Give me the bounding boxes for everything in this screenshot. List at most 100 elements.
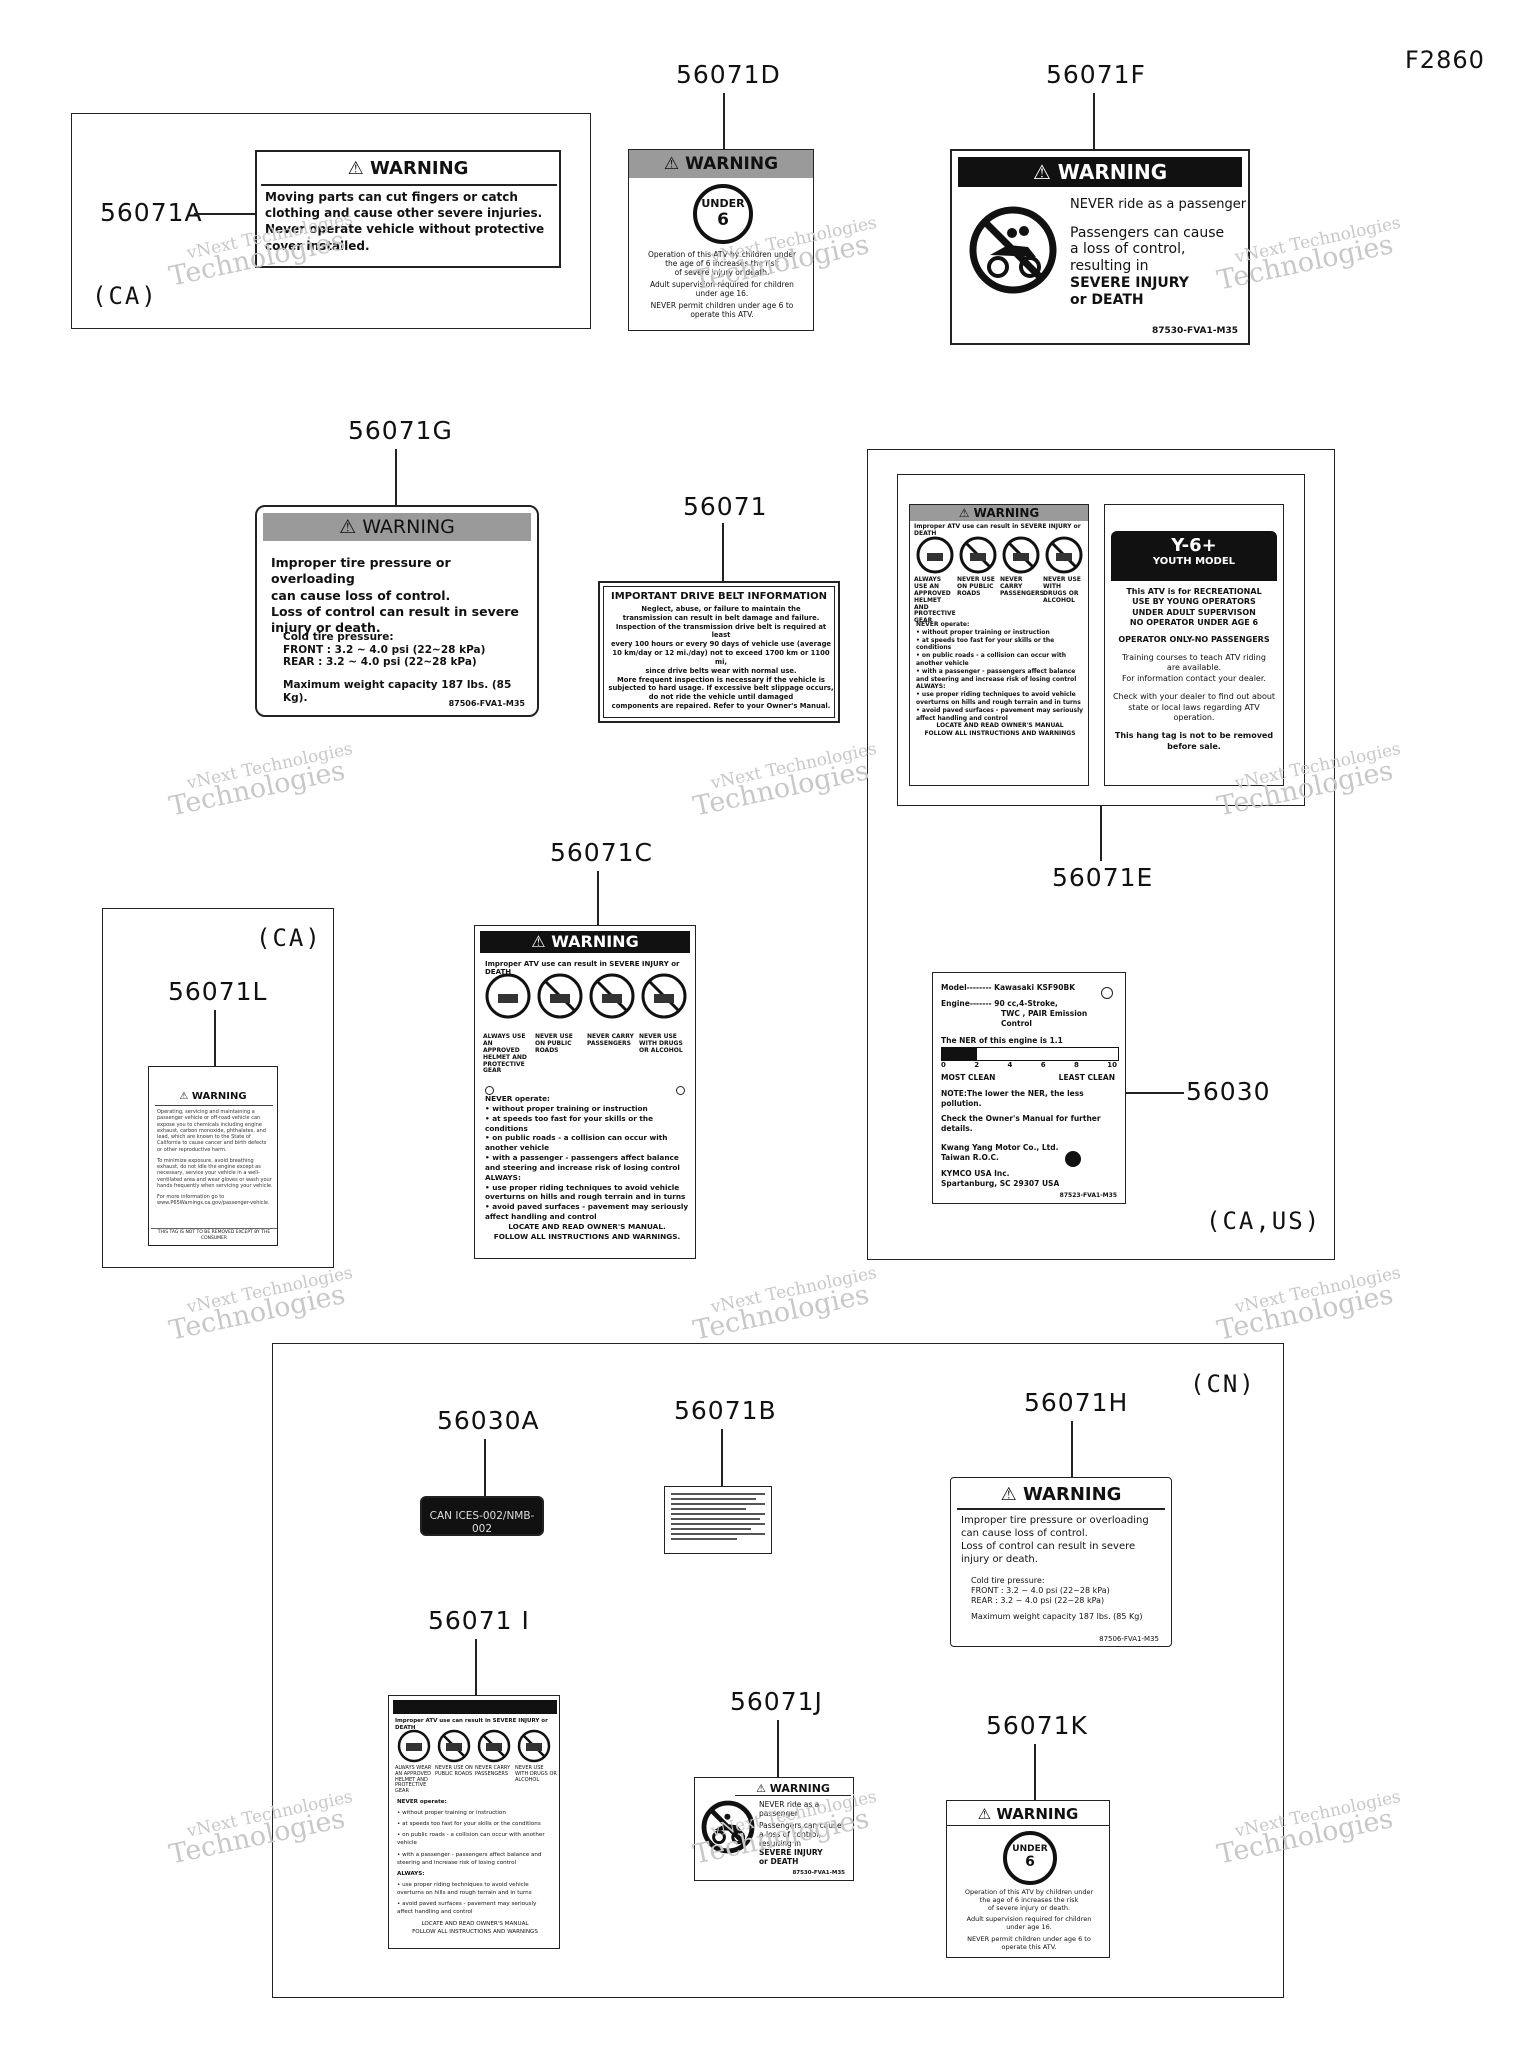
label-56030-line: Spartanburg, SC 29307 USA — [941, 1178, 1060, 1188]
hang-tag-frame — [897, 474, 1305, 806]
label-56071c-line: FOLLOW ALL INSTRUCTIONS AND WARNINGS. — [493, 1231, 681, 1241]
label-56071e-left-line: FOLLOW ALL INSTRUCTIONS AND WARNINGS — [924, 730, 1076, 738]
label-56071d-line: the age of 6 increases the risk — [665, 259, 779, 268]
label-56030-line: NOTE:The lower the NER, the less — [941, 1089, 1084, 1098]
label-56071e-right-line: This hang tag is not to be removed befor… — [1114, 731, 1274, 751]
label-56071i-line: NEVER operate: — [397, 1799, 447, 1805]
leader-56071g — [395, 449, 397, 505]
warning-triangle-icon: ⚠ — [977, 1805, 992, 1823]
warning-triangle-icon: ⚠ — [339, 516, 357, 538]
label-56030-line: LEAST CLEAN — [1058, 1073, 1115, 1082]
label-56071g-line: can cause loss of control. — [271, 587, 451, 603]
leader-56071a — [194, 213, 256, 215]
label-56071j[interactable]: ⚠ WARNING NEVER ride as a passenger Pass… — [694, 1777, 854, 1881]
callout-56071f: 56071F — [1046, 60, 1146, 89]
label-56030-line: pollution. — [941, 1099, 982, 1109]
label-56030-line: Check the Owner's Manual for further — [941, 1114, 1101, 1124]
label-56071f[interactable]: ⚠ WARNING NEVER ride as a passenger Pass… — [950, 149, 1250, 345]
label-56071[interactable]: IMPORTANT DRIVE BELT INFORMATION Neglect… — [598, 581, 840, 723]
group-box-ca-us — [867, 449, 1335, 1260]
label-56071e-left[interactable]: ⚠ WARNING Improper ATV use can result in… — [909, 504, 1089, 786]
label-56071j-line: NEVER ride as a passenger — [759, 1800, 820, 1818]
label-56071k-line: Adult supervision required for children — [966, 1915, 1092, 1924]
region-ca-mid: (CA) — [256, 924, 322, 952]
label-56071h-line: can cause loss of control. — [961, 1528, 1088, 1539]
sign-text: UNDER — [1012, 1844, 1048, 1854]
part-code: 87506-FVA1-M35 — [448, 699, 525, 709]
label-56071i[interactable]: Improper ATV use can result in SEVERE IN… — [388, 1695, 560, 1949]
label-56071l-paragraph: Operating, servicing and maintaining a p… — [157, 1109, 267, 1153]
label-56071g-line: Cold tire pressure: — [283, 631, 394, 643]
scale-tick: 4 — [1007, 1061, 1013, 1069]
region-ca-us: (CA,US) — [1206, 1207, 1322, 1235]
label-56030-line: MOST CLEAN — [941, 1073, 996, 1082]
label-56071e-left-line: • without proper training or instruction — [916, 628, 1050, 636]
label-56071g[interactable]: ⚠ WARNING Improper tire pressure or over… — [255, 505, 539, 717]
no-passenger-icon — [701, 1800, 755, 1854]
label-56071c-line: NEVER operate: — [485, 1094, 550, 1103]
label-56071k-line: under age 16. — [1006, 1923, 1052, 1932]
label-56071c-line: • with a passenger - passengers affect b… — [485, 1153, 680, 1172]
label-56071c[interactable]: ⚠ WARNING Improper ATV use can result in… — [474, 925, 696, 1259]
label-56071i-line: ALWAYS: — [397, 1870, 425, 1877]
label-56071f-line: Passengers can cause — [1070, 224, 1225, 241]
label-56071b[interactable] — [664, 1486, 772, 1554]
label-56071e-left-line: • at speeds too fast for your skills or … — [916, 636, 1055, 652]
label-56030-line: KYMCO USA Inc. — [941, 1168, 1010, 1178]
label-56071d-line: NEVER permit children under age 6 to — [650, 301, 794, 310]
label-56071h[interactable]: ⚠ WARNING Improper tire pressure or over… — [950, 1477, 1172, 1647]
label-56071l[interactable]: ⚠ WARNING Operating, servicing and maint… — [148, 1066, 278, 1246]
label-56071j-line: or DEATH — [759, 1857, 799, 1866]
label-56071e-left-line: • use proper riding techniques to avoid … — [916, 691, 1081, 706]
label-56071e-right-line: USE BY YOUNG OPERATORS — [1132, 597, 1256, 607]
label-56030-line: Engine------- 90 cc,4-Stroke, — [941, 999, 1058, 1009]
label-56030-line: details. — [941, 1124, 973, 1134]
callout-56071g: 56071G — [348, 416, 453, 445]
label-56071c-line: • on public roads - a collision can occu… — [485, 1133, 668, 1153]
label-56071i-line: FOLLOW ALL INSTRUCTIONS AND WARNINGS — [412, 1929, 538, 1936]
label-56030a[interactable]: CAN ICES-002/NMB-002 — [420, 1496, 544, 1536]
group-box-ca-mid — [102, 908, 334, 1268]
label-56071d[interactable]: ⚠ WARNING UNDER 6 Operation of this ATV … — [628, 149, 814, 331]
label-56071c-line: Improper ATV use can result in SEVERE IN… — [485, 960, 680, 977]
part-code: 87530-FVA1-M35 — [792, 1870, 845, 1877]
safety-pictograms — [483, 972, 689, 1024]
warning-triangle-icon: ⚠ — [531, 932, 546, 951]
label-56071d-line: operate this ATV. — [690, 310, 754, 319]
label-56071e-right-line: Training courses to teach ATV riding — [1122, 652, 1266, 662]
label-56071k-line: NEVER permit children under age 6 to — [967, 1934, 1091, 1943]
label-56071a-line: Moving parts can cut fingers or catch — [265, 190, 518, 204]
label-56071-line: 10 km/day or 12 mi./day) not to exceed 1… — [612, 649, 830, 666]
label-56071e-right-line: state or local laws regarding ATV operat… — [1128, 702, 1260, 722]
label-56071f-line: SEVERE INJURY — [1070, 274, 1189, 291]
warning-triangle-icon: ⚠ — [958, 506, 970, 520]
label-56071e-left-line: Improper ATV use can result in SEVERE IN… — [914, 523, 1081, 538]
callout-56071j: 56071J — [730, 1687, 823, 1716]
safety-pictograms — [395, 1728, 555, 1768]
label-56030[interactable]: Model-------- Kawasaki KSF90BK Engine---… — [932, 972, 1126, 1204]
label-56071e-right[interactable]: Y-6+ YOUTH MODEL This ATV is for RECREAT… — [1104, 504, 1284, 786]
label-56071a-title: WARNING — [369, 158, 469, 179]
scale-tick: 2 — [974, 1061, 980, 1069]
label-56071-line: every 100 hours or every 90 days of vehi… — [610, 640, 832, 649]
label-56071e-left-line: NEVER operate: — [916, 621, 970, 628]
mounting-hole-icon — [676, 1086, 685, 1095]
callout-56071b: 56071B — [674, 1396, 777, 1425]
label-56071e-left-line: • on public roads - a collision can occu… — [916, 652, 1067, 667]
warning-triangle-icon: ⚠ — [663, 154, 680, 174]
leader-56071f — [1093, 93, 1095, 149]
label-56071j-line: a loss of control, — [759, 1830, 821, 1839]
label-56071-line: Neglect, abuse, or failure to maintain t… — [641, 605, 801, 613]
label-56071j-title: WARNING — [769, 1782, 830, 1795]
callout-56071c: 56071C — [550, 838, 653, 867]
leader-56030a — [484, 1439, 486, 1496]
pictogram-caption: NEVER USE WITH DRUGS OR ALCOHOL — [639, 1033, 683, 1054]
label-56071a[interactable]: ⚠ WARNING Moving parts can cut fingers o… — [255, 150, 561, 268]
label-56071i-line: • use proper riding techniques to avoid … — [397, 1881, 532, 1896]
scale-tick: 8 — [1074, 1061, 1079, 1069]
part-code: 87523-FVA1-M35 — [1059, 1191, 1117, 1199]
scale-tick: 6 — [1040, 1061, 1046, 1069]
label-56071k[interactable]: ⚠ WARNING UNDER 6 Operation of this ATV … — [946, 1800, 1110, 1958]
